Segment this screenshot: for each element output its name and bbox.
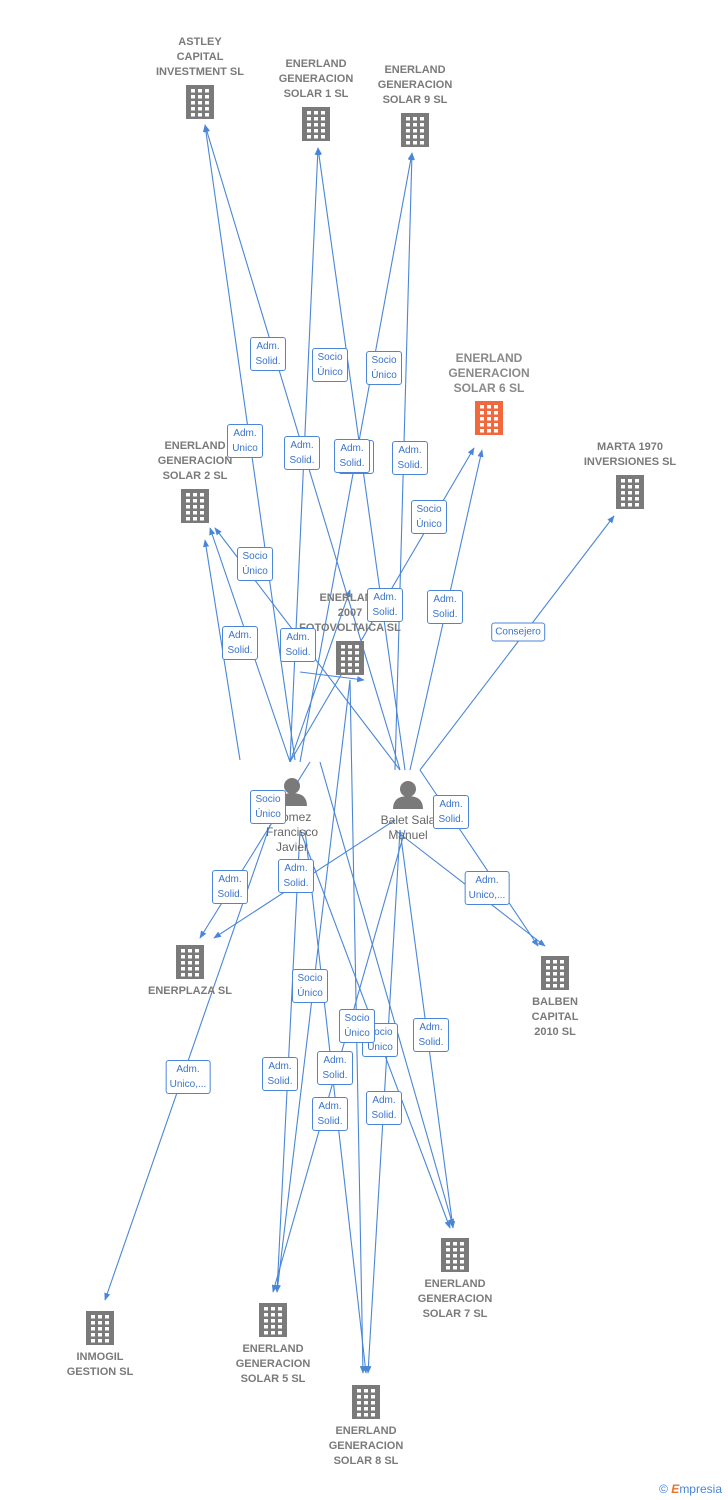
relationship-label[interactable]: Adm. Solid.: [366, 1091, 402, 1125]
company-label[interactable]: ENERLAND GENERACION SOLAR 2 SL: [157, 440, 233, 482]
relationship-label[interactable]: Adm. Solid.: [433, 795, 469, 829]
building-icon: [616, 475, 644, 509]
building-icon: [401, 113, 429, 147]
relationship-label[interactable]: Socio Único: [366, 351, 402, 385]
relationship-label[interactable]: Adm. Solid.: [367, 588, 403, 622]
relationship-label[interactable]: Socio Único: [411, 500, 447, 534]
relationship-label[interactable]: Adm. Solid.: [317, 1051, 353, 1085]
company-label[interactable]: INMOGIL GESTION SL: [66, 1351, 134, 1378]
company-label[interactable]: ASTLEY CAPITAL INVESTMENT SL: [155, 36, 244, 78]
building-icon: [186, 85, 214, 119]
company-label[interactable]: MARTA 1970 INVERSIONES SL: [583, 441, 677, 468]
relationship-label[interactable]: Adm. Unico: [227, 424, 263, 458]
relationship-label[interactable]: Adm. Solid.: [280, 628, 316, 662]
relationship-label[interactable]: Adm. Solid.: [278, 859, 314, 893]
relationship-label[interactable]: Socio Único: [339, 1009, 375, 1043]
person-label[interactable]: Balet Sala Manuel: [380, 813, 436, 842]
relationship-label[interactable]: Adm. Solid.: [250, 337, 286, 371]
edge-line: [289, 589, 351, 763]
relationship-label[interactable]: Consejero: [491, 622, 545, 642]
building-icon: [181, 489, 209, 523]
company-label[interactable]: ENERLAND GENERACION SOLAR 8 SL: [328, 1425, 404, 1467]
building-icon: [441, 1238, 469, 1272]
relationship-label[interactable]: Adm. Unico,...: [464, 871, 510, 905]
company-label[interactable]: BALBEN CAPITAL 2010 SL: [531, 996, 579, 1038]
relationship-label[interactable]: Adm. Solid.: [212, 870, 248, 904]
relationship-label[interactable]: Adm. Unico,...: [165, 1060, 211, 1094]
company-label[interactable]: ENERPLAZA SL: [148, 985, 232, 997]
relationship-label[interactable]: Adm. Solid.: [392, 441, 428, 475]
building-icon: [86, 1311, 114, 1345]
company-label[interactable]: ENERLAND GENERACION SOLAR 5 SL: [235, 1343, 311, 1385]
building-icon: [541, 956, 569, 990]
edge-line: [319, 761, 455, 1227]
building-icon: [336, 641, 364, 675]
building-icon: [176, 945, 204, 979]
building-icon: [259, 1303, 287, 1337]
building-icon: [352, 1385, 380, 1419]
relationship-label[interactable]: Adm. Solid.: [262, 1057, 298, 1091]
relationship-label[interactable]: Adm. Solid.: [413, 1018, 449, 1052]
brand-name: mpresia: [679, 1482, 722, 1496]
relationship-label[interactable]: Adm. Solid.: [222, 626, 258, 660]
company-label[interactable]: ENERLAND 2007 FOTOVOLTAICA SL: [299, 592, 401, 634]
building-icon: [475, 401, 503, 435]
brand-initial: E: [671, 1482, 680, 1496]
company-label[interactable]: ENERLAND GENERACION SOLAR 7 SL: [417, 1278, 493, 1320]
edge-line: [419, 515, 615, 771]
building-icon: [302, 107, 330, 141]
relationship-label[interactable]: Adm. Solid.: [427, 590, 463, 624]
relationship-label[interactable]: Socio Único: [237, 547, 273, 581]
relationship-label[interactable]: Socio Único: [292, 969, 328, 1003]
person-icon: [393, 781, 423, 809]
relationship-label[interactable]: Adm. Solid.: [334, 439, 370, 473]
footer-brand: © Empresia: [659, 1482, 722, 1496]
edge-line: [299, 671, 365, 683]
copyright-symbol: ©: [659, 1482, 668, 1496]
relationship-label[interactable]: Adm. Solid.: [284, 436, 320, 470]
company-label[interactable]: ENERLAND GENERACION SOLAR 1 SL: [278, 58, 354, 100]
company-label[interactable]: ENERLAND GENERACION SOLAR 9 SL: [377, 64, 453, 106]
relationship-label[interactable]: Socio Único: [250, 790, 286, 824]
company-label[interactable]: ENERLAND GENERACION SOLAR 6 SL: [448, 351, 530, 395]
relationship-label[interactable]: Adm. Solid.: [312, 1097, 348, 1131]
relationship-label[interactable]: Socio Único: [312, 348, 348, 382]
